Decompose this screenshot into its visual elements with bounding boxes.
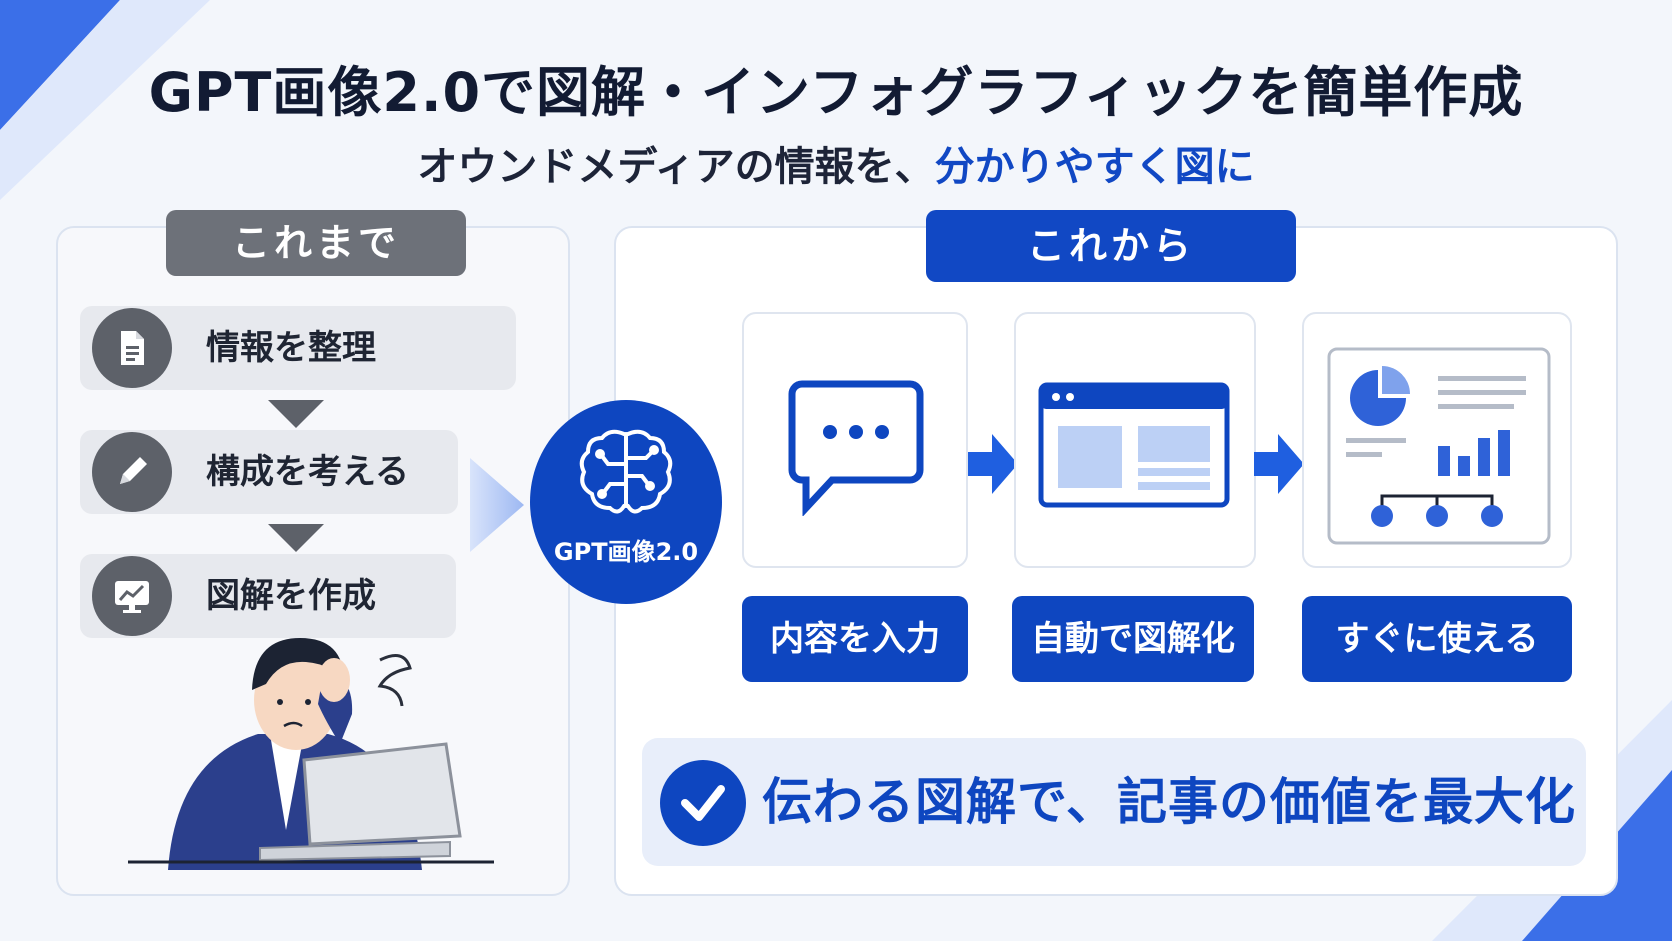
before-step-label: 図解を作成 [206, 576, 376, 616]
before-step-label: 構成を考える [206, 452, 409, 492]
troubled-person-illustration [128, 638, 494, 870]
browser-layout-icon [1038, 382, 1230, 508]
infographic-icon [1327, 347, 1551, 545]
conclusion-text: 伝わる図解で、記事の価値を最大化 [762, 773, 1576, 831]
before-step-2: 構成を考える [80, 430, 458, 514]
after-step-card-1 [742, 312, 968, 568]
chart-monitor-icon [92, 556, 172, 636]
after-step-card-2 [1014, 312, 1256, 568]
top-left-corner-decoration [0, 0, 210, 200]
conclusion-banner: 伝わる図解で、記事の価値を最大化 [642, 738, 1586, 866]
chevron-right-icon [470, 458, 524, 552]
gpt-image-badge: GPT画像2.0 [530, 400, 722, 604]
before-tab: これまで [166, 210, 466, 276]
arrow-right-icon [968, 434, 1018, 494]
check-icon [660, 760, 746, 846]
subtitle-prefix: オウンドメディアの情報を、 [417, 144, 935, 190]
page-subtitle: オウンドメディアの情報を、分かりやすく図に [0, 134, 1672, 192]
arrow-right-icon [1254, 434, 1304, 494]
before-step-label: 情報を整理 [206, 328, 376, 368]
before-step-1: 情報を整理 [80, 306, 516, 390]
after-step-label: 自動で図解化 [1012, 596, 1254, 682]
document-icon [92, 308, 172, 388]
after-step-label: すぐに使える [1302, 596, 1572, 682]
page-title: GPT画像2.0で図解・インフォグラフィックを簡単作成 [148, 61, 1524, 124]
chat-bubble-icon [788, 380, 924, 516]
gpt-image-label: GPT画像2.0 [553, 538, 699, 566]
after-tab: これから [926, 210, 1296, 282]
brain-circuit-icon [579, 429, 673, 514]
down-arrow-icon [268, 524, 324, 552]
after-step-label: 内容を入力 [742, 596, 968, 682]
pencil-icon [92, 432, 172, 512]
down-arrow-icon [268, 400, 324, 428]
before-step-3: 図解を作成 [80, 554, 456, 638]
subtitle-highlight: 分かりやすく図に [934, 144, 1255, 190]
after-step-card-3 [1302, 312, 1572, 568]
